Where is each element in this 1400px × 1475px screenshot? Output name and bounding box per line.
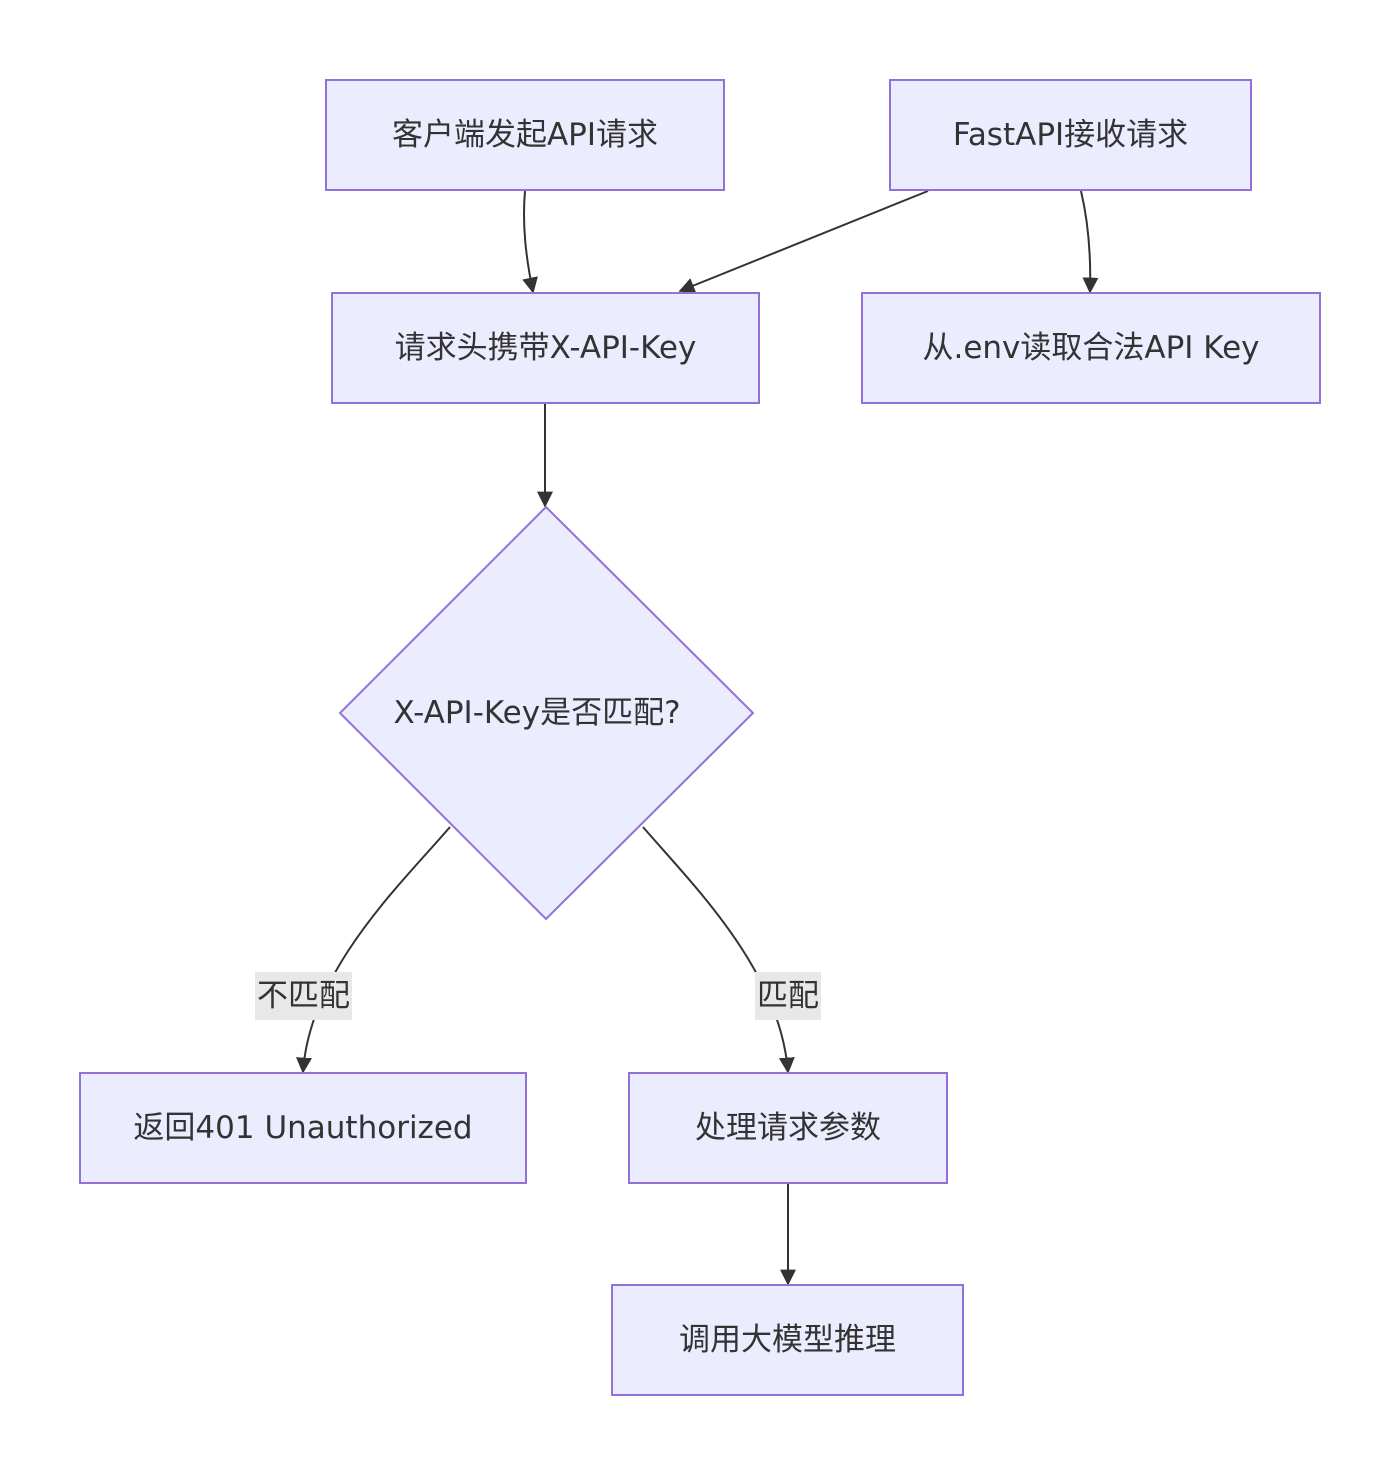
node-read-env-label: 从.env读取合法API Key (922, 330, 1259, 366)
node-key-match-label: X-API-Key是否匹配? (393, 695, 680, 731)
node-return-401: 返回401 Unauthorized (79, 1072, 527, 1184)
node-client-request: 客户端发起API请求 (325, 79, 725, 191)
node-process-params-label: 处理请求参数 (695, 1110, 881, 1146)
node-key-match-decision: X-API-Key是否匹配? (338, 505, 755, 921)
edge-client-to-header (522, 190, 538, 294)
node-process-params: 处理请求参数 (628, 1072, 948, 1184)
edge-decision-to-process (642, 826, 795, 1074)
edge-label-match-text: 匹配 (757, 978, 819, 1014)
node-read-env: 从.env读取合法API Key (861, 292, 1321, 404)
node-fastapi-receive: FastAPI接收请求 (889, 79, 1252, 191)
edge-label-no-match-text: 不匹配 (257, 978, 350, 1014)
node-header-key-label: 请求头携带X-API-Key (395, 330, 697, 366)
node-client-request-label: 客户端发起API请求 (392, 117, 658, 153)
edge-label-match: 匹配 (755, 972, 821, 1020)
node-fastapi-receive-label: FastAPI接收请求 (953, 117, 1188, 153)
edge-fastapi-to-env (1080, 190, 1099, 294)
edge-decision-to-401 (296, 826, 451, 1074)
node-call-model-label: 调用大模型推理 (679, 1322, 896, 1358)
edge-label-no-match: 不匹配 (255, 972, 352, 1020)
node-header-key: 请求头携带X-API-Key (331, 292, 760, 404)
node-return-401-label: 返回401 Unauthorized (133, 1110, 472, 1146)
node-call-model: 调用大模型推理 (611, 1284, 964, 1396)
edge-fastapi-to-header (678, 190, 929, 294)
